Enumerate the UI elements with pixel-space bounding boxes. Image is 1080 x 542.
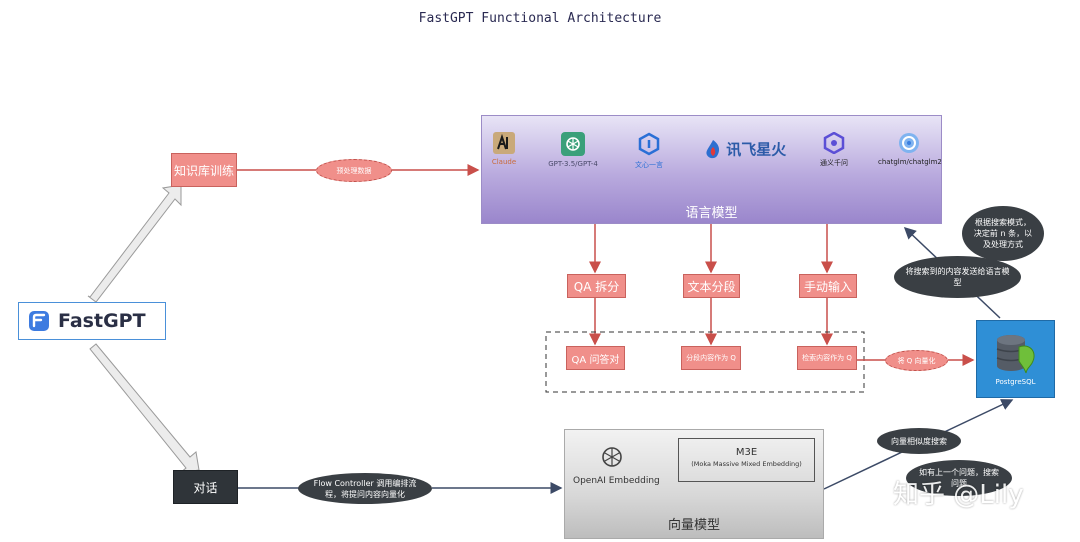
fastgpt-logo-icon [29,311,49,331]
arrow-fastgpt-to-dialogue [89,343,200,474]
language-model-panel: Claude GPT-3.5/GPT-4 文心一言 讯飞星火 通义千问 [481,115,942,224]
chatglm-icon [899,133,919,153]
fastgpt-node[interactable]: FastGPT [18,302,166,340]
manual-input-node[interactable]: 手动输入 [799,274,857,298]
similarity-search-oval: 向量相似度搜索 [877,428,961,454]
provider-chatglm: chatglm/chatglm2 [878,132,942,166]
m3e-name: M3E [735,447,758,458]
language-model-title: 语言模型 [685,206,738,221]
qa-pair-node[interactable]: QA 问答对 [566,346,625,370]
send-to-lm-oval: 将搜索到的内容发送给语言模型 [894,256,1021,298]
provider-xinghuo: 讯飞星火 [702,138,792,160]
text-split-node[interactable]: 文本分段 [683,274,740,298]
postgres-node[interactable]: PostgreSQL [976,320,1055,398]
arrow-fastgpt-to-kb [87,184,182,303]
provider-openai: GPT-3.5/GPT-4 [540,132,606,168]
provider-tongyi: 通义千问 [812,132,856,168]
fastgpt-label: FastGPT [58,310,146,332]
tongyi-icon [823,132,845,154]
m3e-box: M3E (Moka Massive Mixed Embedding) [678,438,815,482]
openai-icon [561,132,585,156]
vectorize-q-oval: 将 Q 向量化 [885,350,948,371]
provider-claude: Claude [484,132,524,166]
postgres-label: PostgreSQL [995,378,1036,386]
prev-question-oval: 如有上一个问题，搜索问题 [906,460,1012,496]
vector-model-title: 向量模型 [667,518,720,533]
check-as-q-node[interactable]: 检索内容作为 Q [797,346,857,370]
openai-embedding-label: OpenAI Embedding [573,476,660,486]
openai-embedding-icon [602,447,622,467]
postgres-icon [996,335,1035,374]
m3e-full-name: (Moka Massive Mixed Embedding) [691,460,802,468]
diagram-title: FastGPT Functional Architecture [418,11,662,26]
dialogue-node[interactable]: 对话 [173,470,238,504]
watermark: 知乎 @Lily [893,480,1024,510]
preprocess-oval: 预处理数据 [316,159,392,182]
anthropic-icon [493,132,515,154]
qa-split-node[interactable]: QA 拆分 [567,274,626,298]
xinghuo-icon [706,140,720,159]
flow-controller-oval: Flow Controller 调用编排流程，将提问内容向量化 [298,473,432,504]
decide-topn-oval: 根据搜索模式，决定前 n 条，以及处理方式 [962,206,1044,261]
provider-wenxin: 文心一言 [630,132,668,170]
segment-as-q-node[interactable]: 分段内容作为 Q [681,346,741,370]
vector-model-panel: OpenAI Embedding M3E (Moka Massive Mixed… [564,429,824,539]
kb-training-node[interactable]: 知识库训练 [171,153,237,187]
wenxin-icon [638,132,660,156]
